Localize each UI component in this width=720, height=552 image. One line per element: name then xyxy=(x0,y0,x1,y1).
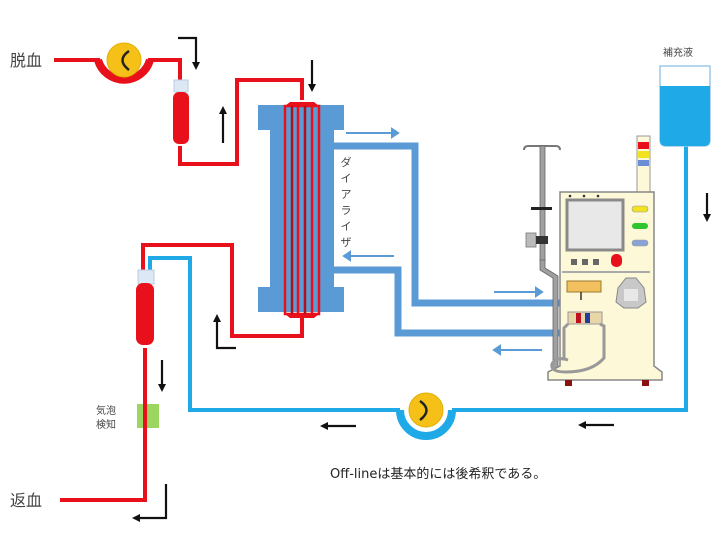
replacement-fluid-label: 補充液 xyxy=(663,46,693,59)
dialysate-coupler xyxy=(566,280,602,293)
caption: Off-lineは基本的には後希釈である。 xyxy=(330,466,546,482)
substitution-pump-rotation-icon xyxy=(419,399,428,421)
machine-key[interactable] xyxy=(582,259,588,265)
machine-button-blue[interactable] xyxy=(631,239,649,247)
arrow-up-from-dialyzer xyxy=(215,318,236,350)
blood-pump-rotor xyxy=(106,42,142,78)
arrow-head-icon xyxy=(192,62,200,70)
dialyzer-label-char: ア xyxy=(341,188,352,201)
substitution-line xyxy=(452,140,688,412)
dialyzer-label: ダ イ ア ラ イ ザ xyxy=(341,155,352,249)
fiber-outline xyxy=(283,104,321,316)
dialyzer-label-char: ラ xyxy=(341,204,352,217)
arrow-head-icon xyxy=(308,84,316,92)
dialyzer-label-char: ダ xyxy=(341,155,352,169)
bubble-detector-label-line2: 検知 xyxy=(96,418,116,431)
arrow-head-icon xyxy=(132,514,140,522)
machine-foot xyxy=(642,380,649,386)
dialyzer-top-cap xyxy=(258,105,344,130)
machine-button-yellow[interactable] xyxy=(631,205,649,213)
blood-out-label: 脱血 xyxy=(10,51,42,70)
machine-tube-left xyxy=(562,322,570,360)
bag-fluid xyxy=(660,86,710,146)
arrow-head-icon xyxy=(578,421,586,429)
arrow-head-icon xyxy=(158,384,166,392)
blood-pump-housing xyxy=(94,58,154,84)
dialyzer xyxy=(258,102,344,318)
indicator-dot xyxy=(582,194,586,198)
arrow-head-icon xyxy=(391,127,400,139)
iv-pole-knob-bar xyxy=(536,236,548,244)
iv-pole-knob xyxy=(525,232,537,248)
replacement-fluid-bag: 補充液 xyxy=(659,46,711,147)
venous-chamber-top xyxy=(137,269,155,285)
substitution-line-to-venous xyxy=(148,256,400,412)
arrow-head-icon xyxy=(535,286,544,298)
machine-key[interactable] xyxy=(593,259,599,265)
machine-pump-center xyxy=(624,289,638,301)
flow-arrows xyxy=(132,36,711,522)
indicator-dot xyxy=(596,194,600,198)
machine-foot xyxy=(565,380,572,386)
arrow-head-icon xyxy=(320,422,328,430)
dialyzer-bottom-cap xyxy=(258,287,344,312)
machine-tube-loop xyxy=(550,322,606,374)
arrow-head-icon xyxy=(342,250,351,262)
filter-coupler-red xyxy=(576,313,581,323)
machine-stop-button[interactable] xyxy=(611,254,622,267)
blood-circuit xyxy=(54,58,304,502)
arrow-return xyxy=(138,484,168,520)
dialysis-machine xyxy=(523,135,663,386)
arrow-head-icon xyxy=(703,214,711,222)
status-light-blue xyxy=(638,160,649,166)
venous-line-from-dialyzer xyxy=(141,243,304,338)
status-light-yellow xyxy=(638,151,649,158)
bubble-detector xyxy=(137,404,159,428)
dialysate-flow-arrows xyxy=(342,127,544,356)
arrow-head-icon xyxy=(219,106,227,114)
venous-drip-chamber xyxy=(136,283,154,345)
dialysate-outlet-line xyxy=(334,142,568,307)
venous-line-to-return xyxy=(60,348,147,502)
blood-return-label: 返血 xyxy=(10,491,42,510)
machine-screen xyxy=(565,198,625,252)
blood-pump-rotation-icon xyxy=(121,49,130,71)
bubble-detector-label-line1: 気泡 xyxy=(96,404,116,417)
machine-key[interactable] xyxy=(571,259,577,265)
dialyzer-label-char: ザ xyxy=(341,236,352,249)
iv-pole-clamp xyxy=(531,207,552,210)
substitution-pump-housing xyxy=(396,409,456,440)
arterial-line-to-chamber xyxy=(148,58,182,88)
indicator-dot xyxy=(568,194,572,198)
arrow-head-icon xyxy=(492,344,501,356)
dialyzer-body xyxy=(270,128,334,288)
dialysate-circuit xyxy=(334,142,568,337)
iv-pole-lower xyxy=(539,259,559,371)
arterial-drip-chamber xyxy=(173,92,189,144)
status-light-red xyxy=(638,142,649,149)
arrow-down-to-chamber xyxy=(178,36,198,64)
machine-button-green[interactable] xyxy=(632,223,648,229)
dialysate-inlet-line xyxy=(334,266,568,337)
arrow-head-icon xyxy=(213,314,221,322)
arterial-chamber-top xyxy=(173,79,189,93)
dialyzer-label-char: イ xyxy=(341,172,352,185)
dialyzer-label-char: イ xyxy=(341,220,352,233)
hollow-fibers xyxy=(283,104,321,316)
filter-coupler-blue xyxy=(585,313,590,323)
arterial-line-to-dialyzer xyxy=(178,78,304,166)
substitution-circuit xyxy=(148,140,688,412)
iv-pole xyxy=(523,145,561,371)
